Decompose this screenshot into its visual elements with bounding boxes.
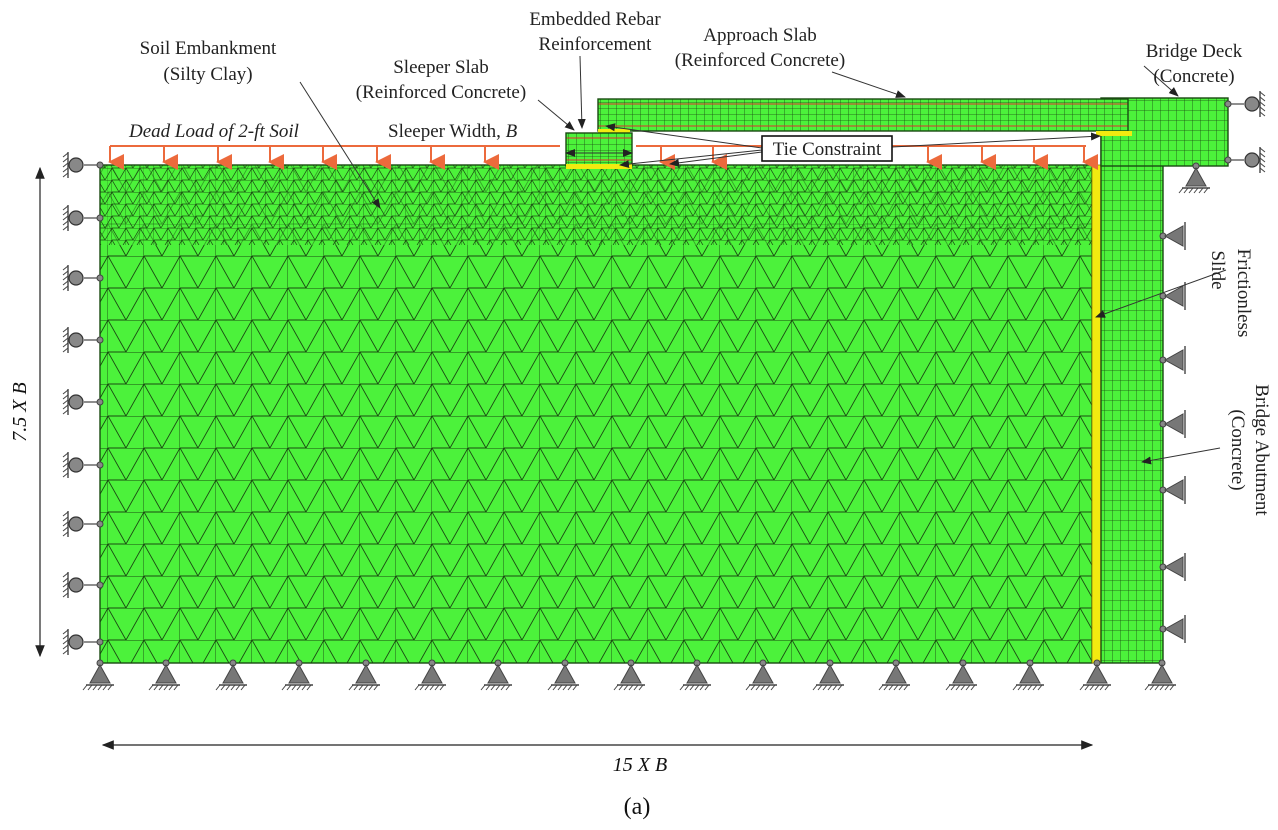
approach-slab-label-1: Approach Slab <box>703 25 816 46</box>
height-dim-label: 7.5 X B <box>9 382 31 441</box>
tie-constraint-box <box>761 135 893 162</box>
dimension-height: 7.5 X B <box>9 166 45 658</box>
approach-slab <box>597 98 1132 136</box>
dimension-width: 15 X B <box>101 740 1094 776</box>
sleeper-slab-label-1: Sleeper Slab <box>393 57 489 78</box>
figure-caption: (a) <box>624 794 651 820</box>
rebar-label-1: Embedded Rebar <box>529 9 661 30</box>
abutment-label-1: Bridge Abutment <box>1251 384 1272 516</box>
frictionless-label-1: Frictionless <box>1233 249 1254 338</box>
frictionless-label-2: Slide <box>1207 250 1228 289</box>
leader-lines <box>299 55 1227 465</box>
soil-embankment-label-2: (Silty Clay) <box>163 64 252 85</box>
frictionless-interface <box>1091 164 1102 664</box>
tie-constraint-label: Tie Constraint <box>773 139 882 160</box>
bridge-deck-label-1: Bridge Deck <box>1146 41 1243 62</box>
right-abutment-supports <box>1159 221 1186 644</box>
bridge-deck-label-2: (Concrete) <box>1153 66 1234 87</box>
sleeper-slab <box>565 132 633 169</box>
dead-load-label: Dead Load of 2-ft Soil <box>128 121 299 142</box>
abutment-label-2: (Concrete) <box>1227 409 1248 490</box>
bridge-abutment <box>1100 134 1164 664</box>
text-labels: Soil Embankment (Silty Clay) Sleeper Sla… <box>128 9 1272 516</box>
sleeper-width-label: Sleeper Width, B <box>388 121 518 142</box>
left-roller-supports <box>62 151 104 656</box>
sleeper-slab-label-2: (Reinforced Concrete) <box>356 82 526 103</box>
deck-roller-supports <box>1224 90 1266 174</box>
soil-embankment-label-1: Soil Embankment <box>140 38 277 59</box>
rebar-label-2: Reinforcement <box>539 34 653 55</box>
soil-embankment <box>99 164 1093 664</box>
width-dim-label: 15 X B <box>613 754 667 776</box>
approach-slab-label-2: (Reinforced Concrete) <box>675 50 845 71</box>
